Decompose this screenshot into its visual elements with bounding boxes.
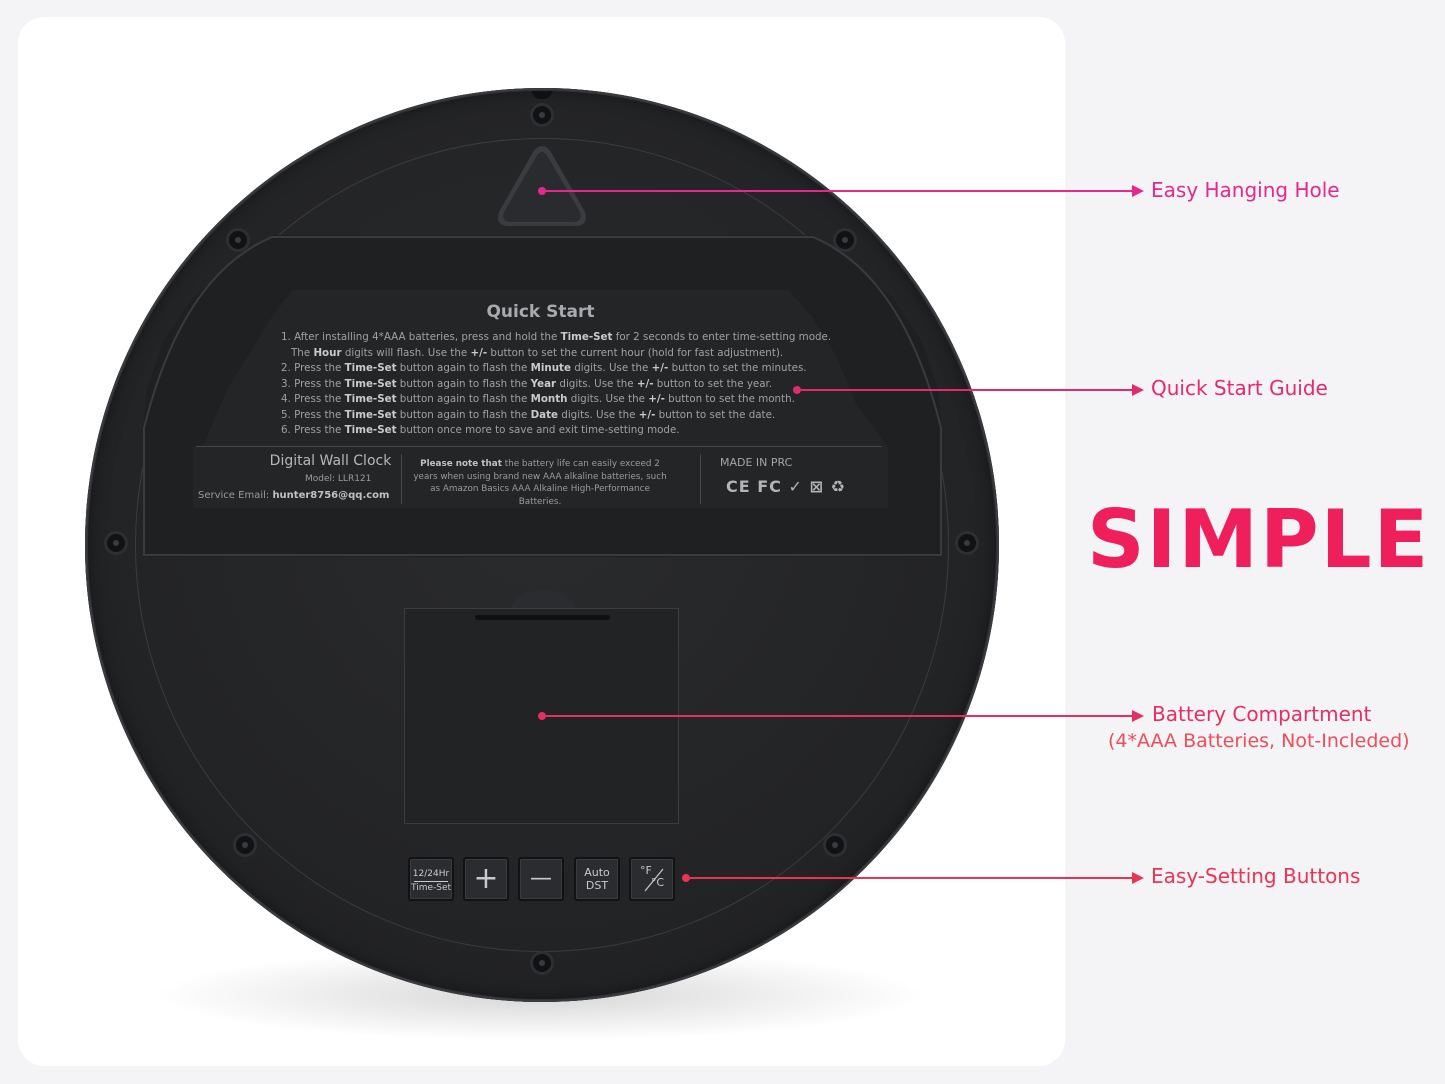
step-3: 3. Press the Time-Set button again to fl… xyxy=(281,377,773,390)
label-divider xyxy=(196,446,882,447)
quick-start-steps: 1. After installing 4*AAA batteries, pre… xyxy=(281,330,832,439)
product-name: Digital Wall Clock xyxy=(269,453,392,469)
quick-start-label: Quick Start 1. After installing 4*AAA ba… xyxy=(193,290,888,508)
made-in: MADE IN PRC xyxy=(720,456,793,469)
label-vdivider-1 xyxy=(401,454,402,504)
step-5: 5. Press the Time-Set button again to fl… xyxy=(281,408,776,421)
time-set-button-top: 12/24Hr xyxy=(412,869,450,879)
screw-top-right xyxy=(836,231,854,249)
quick-start-line xyxy=(801,389,1132,391)
battery-note: Please note that the battery life can ea… xyxy=(409,458,671,508)
screw-top-left xyxy=(229,231,247,249)
battery-slot xyxy=(475,615,610,620)
headline: SIMPLE xyxy=(1087,493,1431,586)
step-4: 4. Press the Time-Set button again to fl… xyxy=(281,393,795,405)
time-set-button[interactable]: 12/24Hr Time-Set xyxy=(408,857,454,901)
plus-button[interactable]: + xyxy=(463,857,509,901)
label-sticker xyxy=(193,290,888,508)
screw-top xyxy=(533,106,551,124)
quick-start-title: Quick Start xyxy=(486,302,595,322)
hanging-hole-dot xyxy=(538,187,546,195)
buttons-callout: Easy-Setting Buttons xyxy=(1151,864,1361,888)
battery-callout-sub: (4*AAA Batteries, Not-Incleded) xyxy=(1108,730,1410,752)
auto-dst-button[interactable]: Auto DST xyxy=(574,857,620,901)
service-email-address: hunter8756@qq.com xyxy=(272,490,390,501)
hanging-hole-arrow-icon xyxy=(1132,185,1144,197)
clock-inner-ring xyxy=(135,138,949,952)
hanging-hole-callout: Easy Hanging Hole xyxy=(1151,178,1340,202)
time-set-button-bottom: Time-Set xyxy=(410,883,452,893)
step-1-cont: The Hour digits will flash. Use the +/- … xyxy=(291,346,784,359)
label-vdivider-2 xyxy=(700,454,701,504)
battery-note-bold: Please note that xyxy=(420,459,502,469)
hanging-hole-line xyxy=(546,190,1132,192)
step-2: 2. Press the Time-Set button again to fl… xyxy=(281,362,807,374)
top-notch xyxy=(532,91,552,99)
auto-dst-button-top: Auto xyxy=(584,866,610,879)
service-email: Service Email: hunter8756@qq.com xyxy=(198,490,389,501)
screw-left xyxy=(107,534,125,552)
certification-icons: CE FC ✓ ⊠ ♻ xyxy=(726,477,846,496)
screw-right xyxy=(958,534,976,552)
buttons-dot xyxy=(682,874,690,882)
quick-start-callout: Quick Start Guide xyxy=(1151,376,1328,400)
step-1: 1. After installing 4*AAA batteries, pre… xyxy=(281,331,832,343)
auto-dst-button-bottom: DST xyxy=(585,879,609,892)
screw-bottom-left xyxy=(236,836,254,854)
fahrenheit-label: °F xyxy=(640,864,652,877)
hanging-hole xyxy=(498,146,586,226)
battery-line xyxy=(546,715,1132,717)
buttons-line xyxy=(690,877,1132,879)
screw-bottom xyxy=(533,954,551,972)
service-email-label: Service Email: xyxy=(198,490,270,501)
buttons-arrow-icon xyxy=(1132,872,1144,884)
battery-dot xyxy=(538,712,546,720)
slash-icon xyxy=(644,868,664,892)
product-model: Model: LLR121 xyxy=(305,474,372,484)
step-6: 6. Press the Time-Set button once more t… xyxy=(281,424,680,436)
quick-start-arrow-icon xyxy=(1132,384,1144,396)
quick-start-dot xyxy=(793,386,801,394)
battery-arrow-icon xyxy=(1132,710,1144,722)
temperature-unit-button[interactable]: °F °C xyxy=(629,857,675,901)
screw-bottom-right xyxy=(826,836,844,854)
time-set-button-divider xyxy=(414,881,448,882)
battery-callout: Battery Compartment xyxy=(1152,702,1372,726)
minus-button[interactable]: — xyxy=(518,857,564,901)
battery-note-text: the battery life can easily exceed 2 yea… xyxy=(413,459,667,507)
